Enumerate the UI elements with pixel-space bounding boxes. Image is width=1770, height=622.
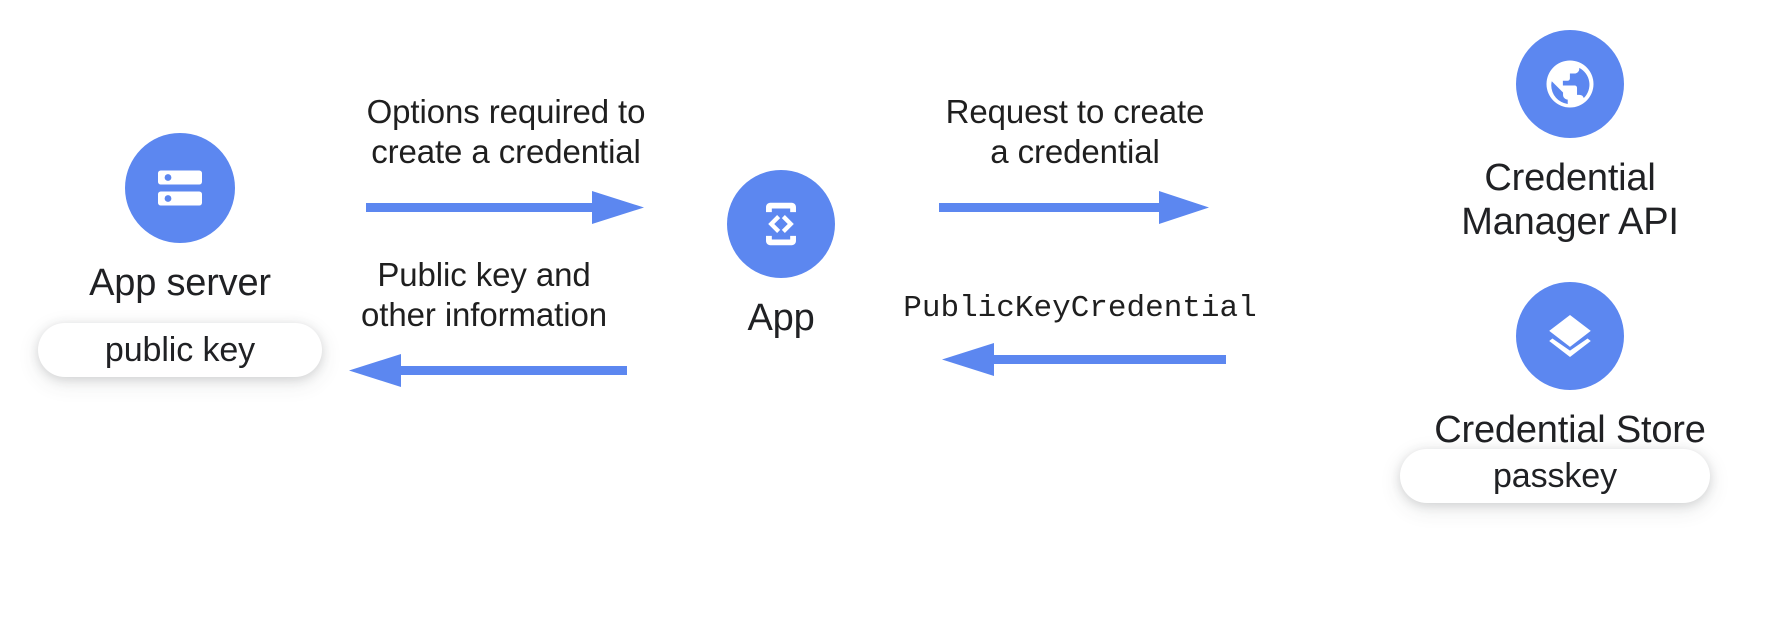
- node-credential-store: Credential Store: [1430, 282, 1710, 452]
- arrow-public-key-info: Public key and other information: [333, 255, 635, 390]
- pill-passkey-label: passkey: [1492, 456, 1618, 495]
- node-app-label: App: [747, 297, 815, 339]
- node-credential-manager-api: Credential Manager API: [1430, 30, 1710, 245]
- arrow-public-key-credential-label: PublicKeyCredential: [903, 291, 1257, 326]
- pill-public-key: public key: [38, 323, 322, 377]
- arrow-request-to-create: Request to create a credential: [930, 92, 1220, 227]
- node-app: App: [686, 170, 876, 340]
- node-app-server-label: App server: [89, 262, 271, 304]
- arrow-left-icon: [348, 354, 627, 388]
- arrow-right-icon: [366, 191, 644, 225]
- node-credential-manager-api-label: Credential Manager API: [1461, 157, 1679, 244]
- arrow-options-required: Options required to create a credential: [355, 92, 657, 227]
- arrow-options-required-label: Options required to create a credential: [366, 93, 646, 170]
- phone-code-icon: [727, 170, 835, 278]
- layers-icon: [1516, 282, 1624, 390]
- arrow-request-to-create-label: Request to create a credential: [945, 93, 1205, 170]
- pill-passkey: passkey: [1400, 449, 1710, 503]
- pill-public-key-label: public key: [104, 330, 256, 369]
- node-app-server: App server: [38, 133, 322, 305]
- server-icon: [125, 133, 235, 243]
- arrow-left-icon: [942, 343, 1226, 377]
- arrow-public-key-info-label: Public key and other information: [361, 256, 607, 333]
- globe-icon: [1516, 30, 1624, 138]
- arrow-public-key-credential: PublicKeyCredential: [903, 290, 1257, 379]
- arrow-right-icon: [939, 191, 1209, 225]
- node-credential-store-label: Credential Store: [1434, 409, 1706, 451]
